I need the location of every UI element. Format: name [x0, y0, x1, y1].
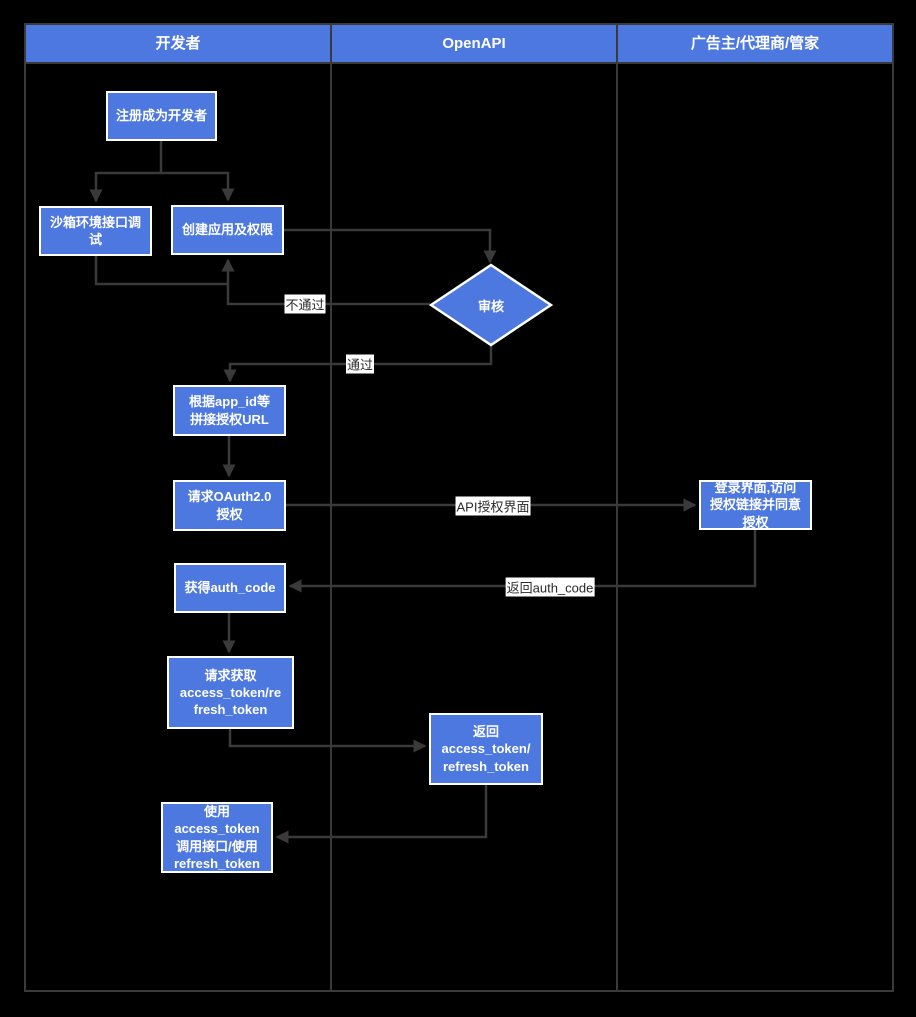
- node-return-token-label: 返回 access_token/ refresh_token: [441, 724, 531, 774]
- lane-separator-2: [616, 25, 618, 991]
- node-register-developer-label: 注册成为开发者: [115, 108, 207, 124]
- diamond-shape: [429, 263, 553, 347]
- node-create-app-permissions: 创建应用及权限: [171, 205, 284, 255]
- lane-header-openapi: OpenAPI: [442, 35, 506, 52]
- node-build-auth-url-label: 根据app_id等 拼接授权URL: [189, 394, 270, 427]
- edge-label-fail: 不通过: [284, 294, 326, 314]
- node-sandbox-debug-label: 沙箱环境接口调 试: [49, 214, 141, 247]
- edge-label-pass: 通过: [345, 354, 375, 374]
- node-request-oauth: 请求OAuth2.0 授权: [173, 480, 286, 531]
- node-login-authorize: 登录界面,访问 授权链接并同意 授权: [699, 480, 812, 530]
- node-review-decision-label: 审核: [477, 298, 504, 314]
- lane-header-developer: 开发者: [155, 35, 201, 52]
- lane-separator-1: [330, 25, 332, 991]
- node-create-app-permissions-label: 创建应用及权限: [181, 222, 273, 238]
- edge-label-api-auth-page: API授权界面: [455, 496, 531, 516]
- node-login-authorize-label: 登录界面,访问 授权链接并同意 授权: [709, 480, 801, 530]
- node-use-token: 使用 access_token 调用接口/使用 refresh_token: [161, 802, 273, 873]
- node-get-auth-code-label: 获得auth_code: [184, 580, 276, 596]
- node-register-developer: 注册成为开发者: [106, 91, 217, 141]
- node-request-oauth-label: 请求OAuth2.0 授权: [187, 489, 272, 522]
- node-request-token: 请求获取 access_token/re fresh_token: [167, 656, 294, 729]
- node-request-token-label: 请求获取 access_token/re fresh_token: [179, 667, 282, 718]
- swimlane-table-border: [24, 23, 894, 992]
- node-use-token-label: 使用 access_token 调用接口/使用 refresh_token: [174, 804, 260, 871]
- edge-label-return-auth-code: 返回auth_code: [505, 577, 595, 597]
- node-sandbox-debug: 沙箱环境接口调 试: [39, 206, 152, 256]
- node-review-decision: 审核: [429, 263, 553, 347]
- node-get-auth-code: 获得auth_code: [174, 563, 286, 613]
- lane-header-advertiser: 广告主/代理商/管家: [690, 35, 820, 52]
- node-build-auth-url: 根据app_id等 拼接授权URL: [173, 385, 286, 436]
- swimlane-header-bar: [26, 25, 892, 62]
- node-return-token: 返回 access_token/ refresh_token: [429, 713, 543, 785]
- header-bottom-border: [26, 62, 892, 64]
